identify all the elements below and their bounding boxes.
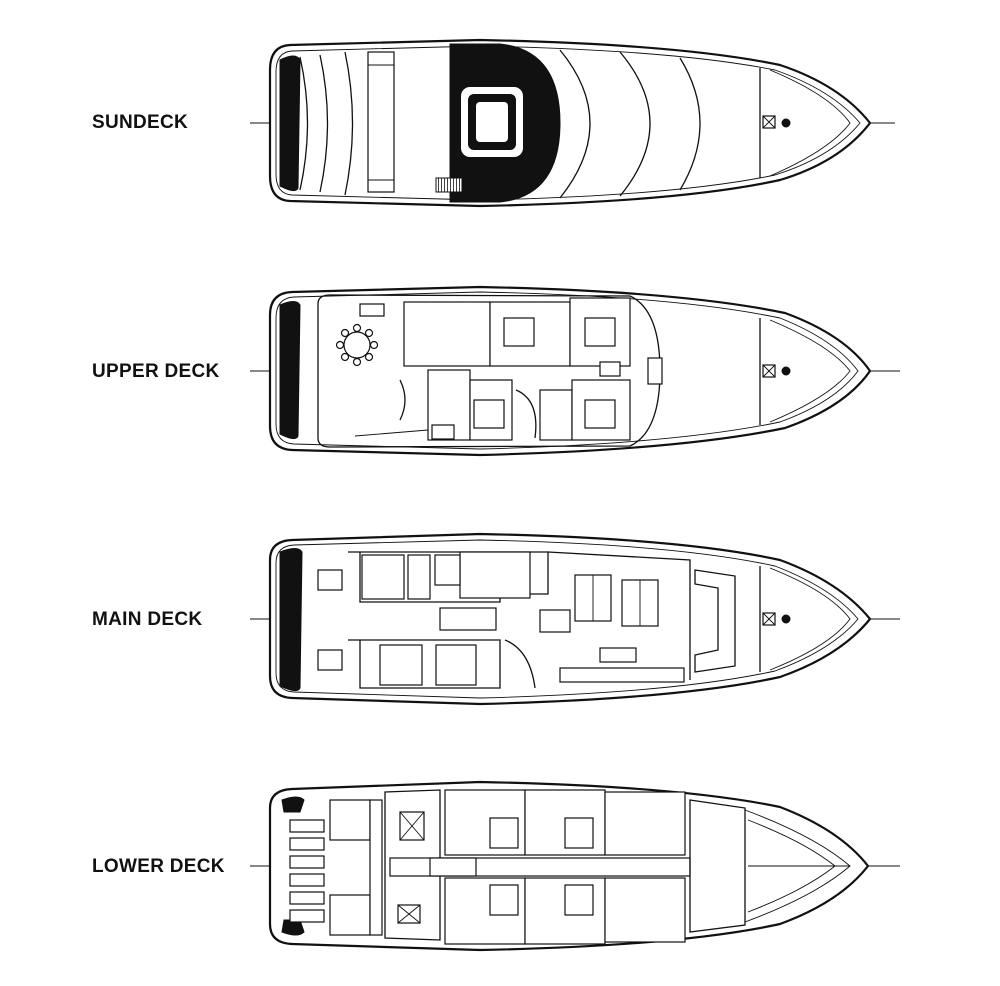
main-deck-plan [250, 532, 900, 706]
upper-deck-plan [250, 285, 900, 457]
upper-deck-label: UPPER DECK [92, 361, 220, 382]
main-deck-label: MAIN DECK [92, 609, 203, 630]
lower-deck-plan [250, 780, 900, 952]
sundeck-plan [250, 38, 895, 208]
sundeck-label: SUNDECK [92, 112, 189, 133]
lower-deck-label: LOWER DECK [92, 856, 225, 877]
